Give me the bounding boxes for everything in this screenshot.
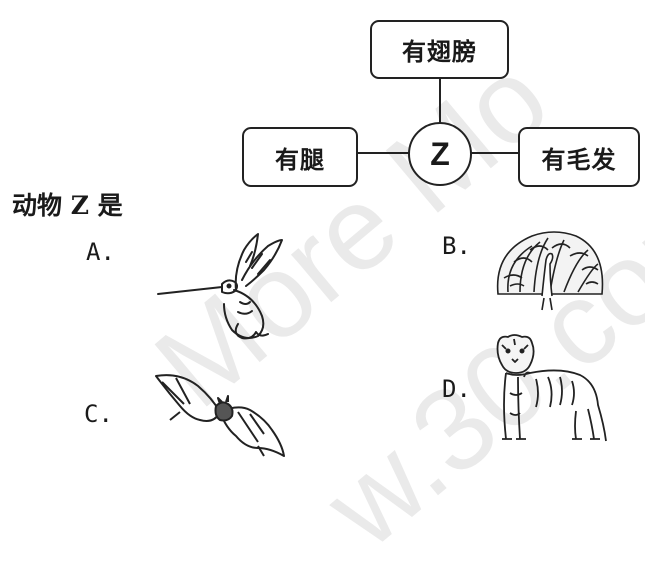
- bat-icon: [155, 374, 285, 457]
- option-d-label: D.: [442, 375, 471, 403]
- option-b-label: B.: [442, 232, 471, 260]
- question-text: 动物 Z 是: [12, 191, 123, 220]
- connector-right: [469, 152, 519, 154]
- tiger-icon: [496, 334, 607, 442]
- trait-box-legs: 有腿: [242, 127, 358, 187]
- center-node-z: Z: [408, 122, 472, 186]
- connector-top: [439, 75, 441, 125]
- option-a-label: A.: [86, 238, 115, 266]
- hummingbird-icon: [157, 233, 283, 340]
- peacock-icon: [496, 231, 604, 311]
- trait-box-wings: 有翅膀: [370, 20, 509, 79]
- trait-box-hair: 有毛发: [518, 127, 640, 187]
- question-figure: More Mo w.30.com 有翅膀 有腿 有毛发 Z 动物 Z 是 A. …: [12, 20, 645, 573]
- connector-left: [355, 152, 411, 154]
- option-c-label: C.: [84, 400, 113, 428]
